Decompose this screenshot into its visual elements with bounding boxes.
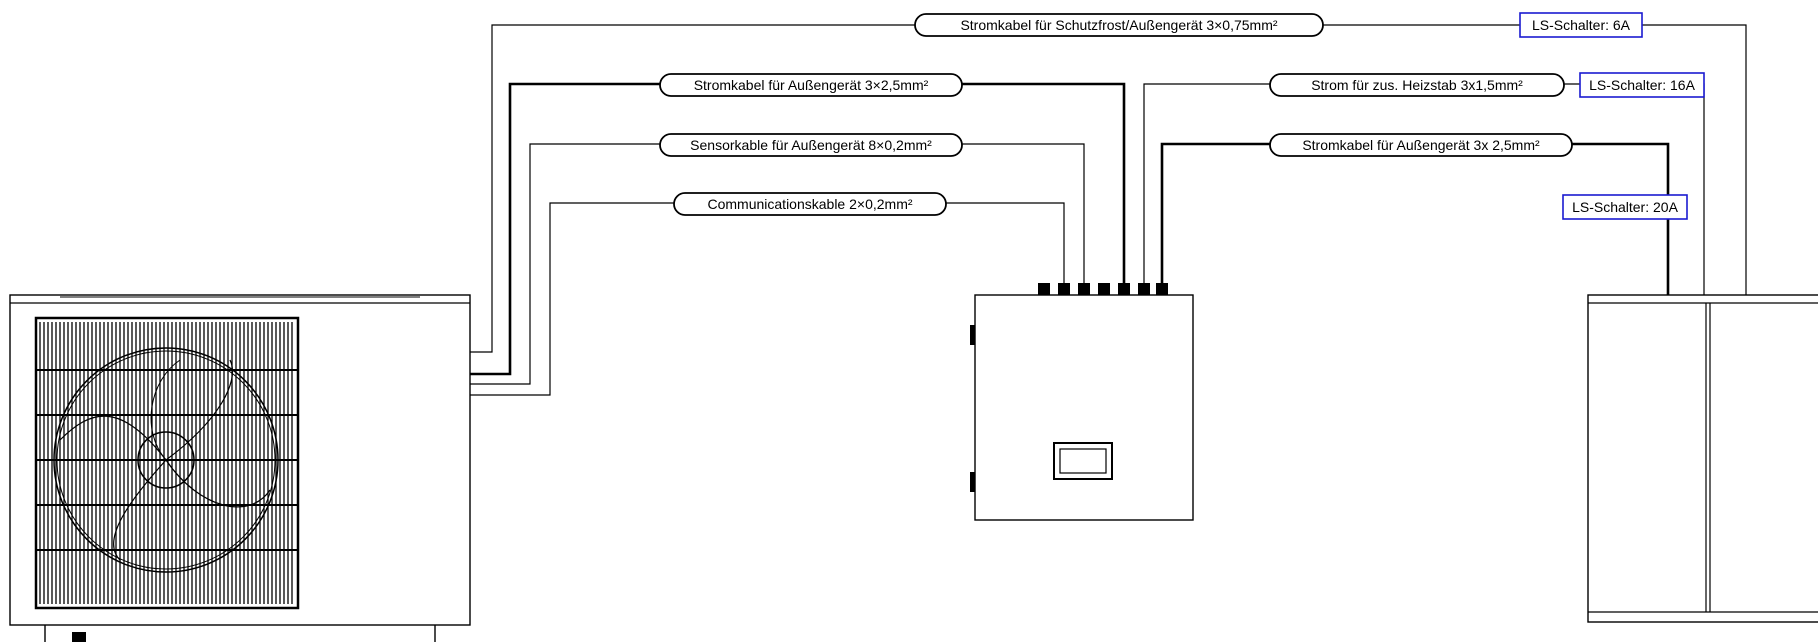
outdoor-unit bbox=[9, 294, 471, 642]
svg-text:Stromkabel für Schutzfrost/Auß: Stromkabel für Schutzfrost/Außengerät 3×… bbox=[960, 17, 1277, 33]
breaker-20a: LS-Schalter: 20A bbox=[1562, 194, 1688, 220]
cable-label-outdoor-power-2: Stromkabel für Außengerät 3x 2,5mm² bbox=[1269, 133, 1573, 157]
svg-text:LS-Schalter: 20A: LS-Schalter: 20A bbox=[1572, 199, 1678, 215]
svg-text:Stromkabel für Außengerät 3x 2: Stromkabel für Außengerät 3x 2,5mm² bbox=[1302, 137, 1540, 153]
svg-text:Communicationskable 2×0,2mm²: Communicationskable 2×0,2mm² bbox=[707, 196, 912, 212]
display-screen bbox=[1053, 442, 1113, 480]
indoor-unit bbox=[1587, 294, 1818, 623]
fan-grille bbox=[34, 316, 300, 610]
svg-text:Sensorkable für Außengerät 8×0: Sensorkable für Außengerät 8×0,2mm² bbox=[690, 137, 932, 153]
cable-label-outdoor-power: Stromkabel für Außengerät 3×2,5mm² bbox=[659, 73, 963, 97]
cable-gland bbox=[1038, 283, 1050, 295]
cable-glands bbox=[1038, 283, 1168, 295]
svg-text:Strom für zus. Heizstab 3x1,5m: Strom für zus. Heizstab 3x1,5mm² bbox=[1311, 77, 1523, 93]
svg-text:LS-Schalter: 16A: LS-Schalter: 16A bbox=[1589, 77, 1695, 93]
breaker-6a: LS-Schalter: 6A bbox=[1519, 12, 1643, 38]
control-box bbox=[970, 283, 1194, 521]
cable-label-communication: Communicationskable 2×0,2mm² bbox=[673, 192, 947, 216]
breaker-16a: LS-Schalter: 16A bbox=[1579, 72, 1705, 98]
svg-text:Stromkabel für Außengerät 3×2,: Stromkabel für Außengerät 3×2,5mm² bbox=[694, 77, 929, 93]
cable-label-frost-power: Stromkabel für Schutzfrost/Außengerät 3×… bbox=[914, 13, 1324, 37]
cable-label-sensor: Sensorkable für Außengerät 8×0,2mm² bbox=[659, 133, 963, 157]
cable-gland bbox=[1098, 283, 1110, 295]
svg-text:LS-Schalter: 6A: LS-Schalter: 6A bbox=[1532, 17, 1631, 33]
cable-label-heater-power: Strom für zus. Heizstab 3x1,5mm² bbox=[1269, 73, 1565, 97]
